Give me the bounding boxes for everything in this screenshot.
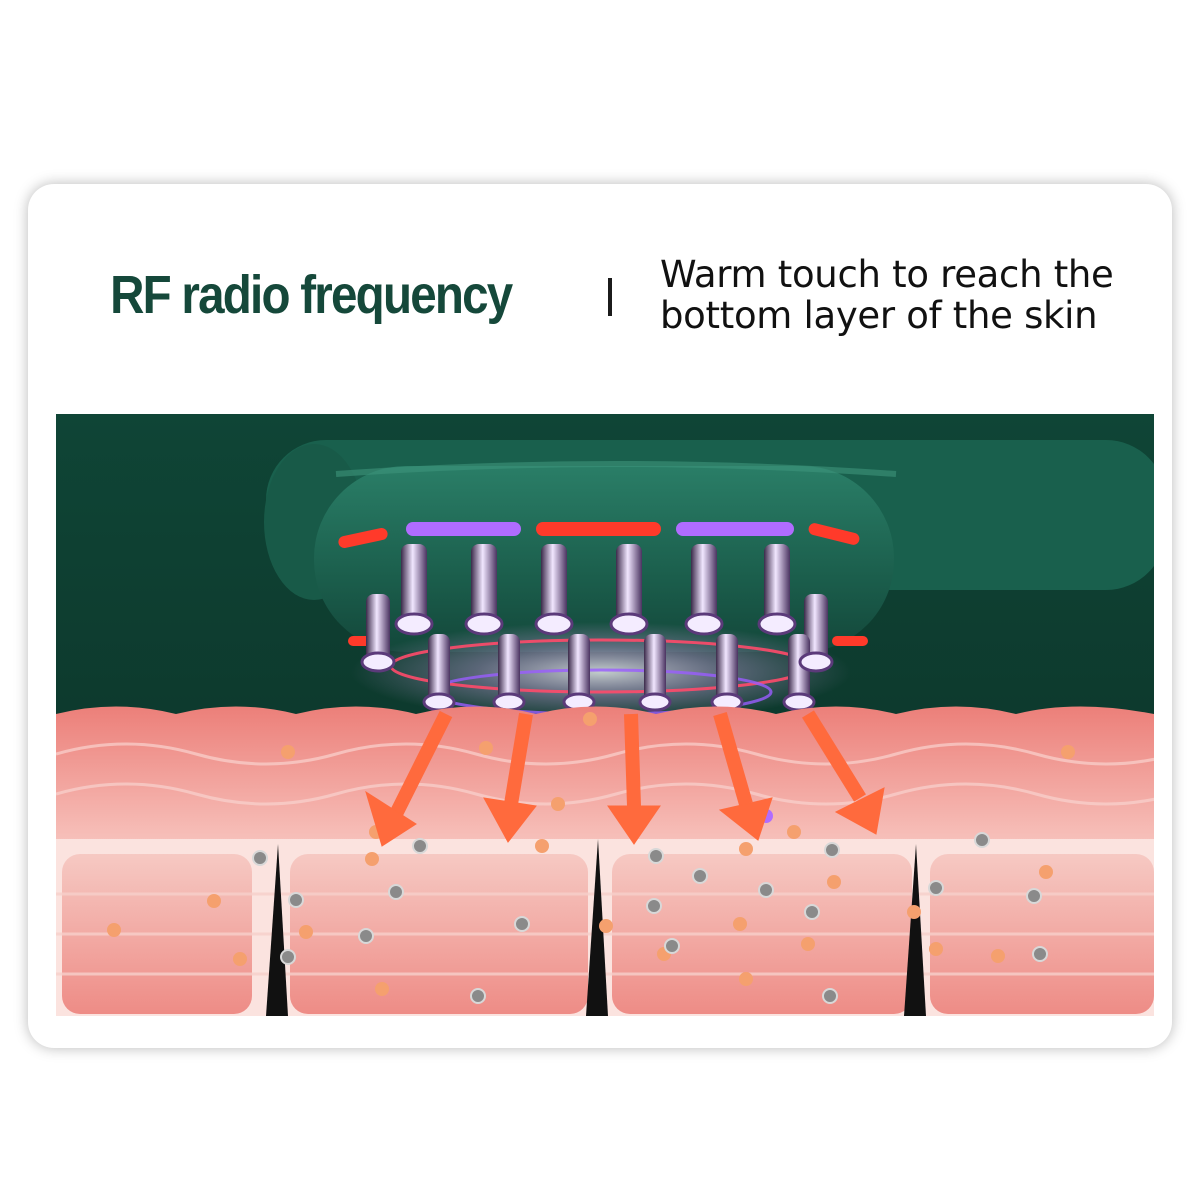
hair-follicle	[266, 844, 288, 1016]
rf-illustration-graphic	[56, 414, 1154, 1016]
description-text: Warm touch to reach the bottom layer of …	[660, 253, 1114, 337]
purple-light-strip	[406, 522, 521, 536]
info-card: RF radio frequency Warm touch to reach t…	[28, 184, 1172, 1048]
comb-pins	[360, 544, 834, 712]
energy-arrows	[365, 710, 885, 847]
particles	[107, 712, 1075, 1004]
purple-light-strip	[676, 522, 794, 536]
title-divider	[608, 278, 612, 316]
headline: RF radio frequency	[110, 265, 513, 325]
hair-follicle	[586, 839, 608, 1016]
rf-illustration	[56, 414, 1154, 1016]
hair-follicle	[904, 844, 926, 1016]
red-light-strip	[536, 522, 661, 536]
skin-surface	[56, 706, 1154, 844]
